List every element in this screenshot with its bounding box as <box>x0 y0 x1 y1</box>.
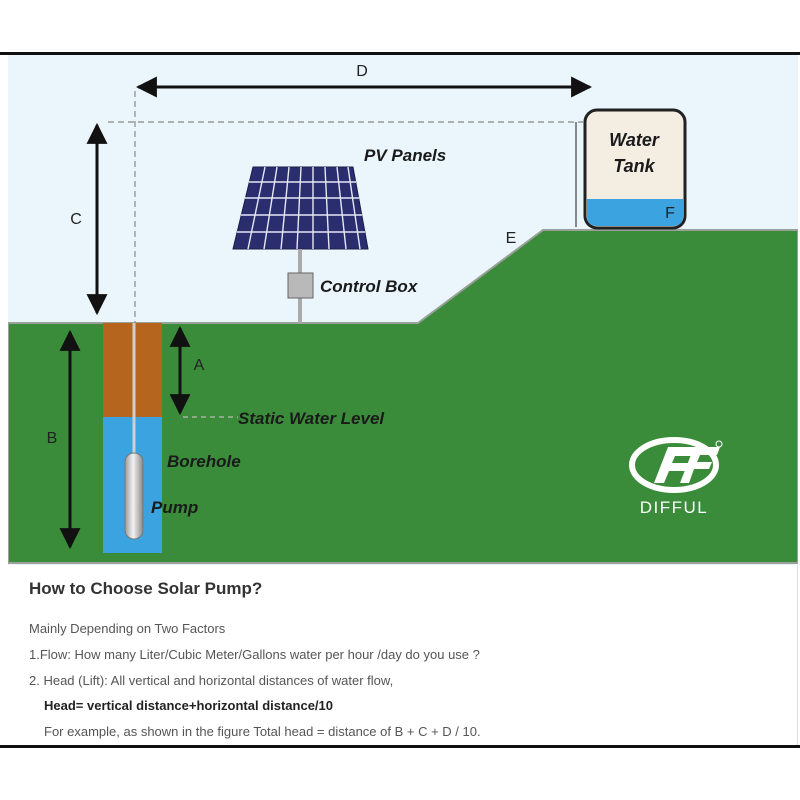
control-box-icon <box>287 272 314 299</box>
pv-panel-icon <box>232 166 369 250</box>
water-tank-icon <box>583 108 687 230</box>
pump-icon <box>124 452 144 540</box>
solar-pump-diagram: D C B A E Static Water Level Borehole Pu… <box>8 55 798 565</box>
label-borehole: Borehole <box>167 452 241 471</box>
label-water-tank-line1: Water <box>609 130 660 150</box>
label-static-water-level: Static Water Level <box>238 409 385 428</box>
ground <box>8 229 798 564</box>
factor-flow-text: 1.Flow: How many Liter/Cubic Meter/Gallo… <box>29 647 480 662</box>
image-frame <box>0 52 800 748</box>
label-water-tank-line2: Tank <box>613 156 655 176</box>
example-text: For example, as shown in the figure Tota… <box>44 724 481 739</box>
label-f: F <box>665 205 675 222</box>
logo-text: DIFFUL <box>640 498 709 517</box>
product-card: D C B A E Static Water Level Borehole Pu… <box>8 55 798 745</box>
label-c: C <box>70 211 82 228</box>
label-a: A <box>194 357 205 374</box>
label-pump: Pump <box>151 498 198 517</box>
label-pv-panels: PV Panels <box>364 146 446 165</box>
label-d: D <box>356 63 368 80</box>
label-e: E <box>506 230 517 247</box>
formula-text: Head= vertical distance+horizontal dista… <box>44 698 334 713</box>
factor-head-text: 2. Head (Lift): All vertical and horizon… <box>29 673 394 688</box>
section-title: How to Choose Solar Pump? <box>29 579 263 598</box>
label-b: B <box>47 430 58 447</box>
label-control-box: Control Box <box>320 277 419 296</box>
intro-text: Mainly Depending on Two Factors <box>29 621 226 636</box>
difful-logo: DIFFUL <box>629 437 723 517</box>
